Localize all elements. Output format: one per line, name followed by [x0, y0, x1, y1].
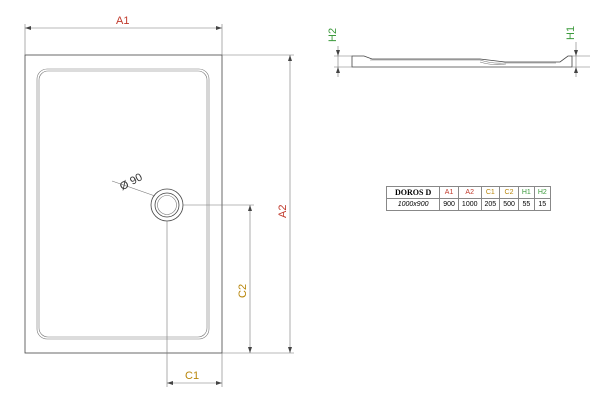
table-model-name: DOROS D	[385, 186, 441, 199]
drain-leader-line	[111, 180, 156, 197]
table-header-a2: A2	[457, 186, 482, 199]
h1-arrow-top	[574, 50, 578, 56]
dimensions-table: DOROS D A1 A2 C1 C2 H1 H2 1000x900 900 1…	[385, 186, 551, 211]
h2-arrow-bottom	[336, 67, 340, 73]
a2-arrow-top	[288, 55, 292, 61]
table-size-value: 1000x900	[385, 198, 441, 211]
tray-side-profile	[351, 55, 573, 68]
c2-arrow-top	[248, 205, 252, 211]
drain-diameter-label: Ø 90	[118, 171, 145, 193]
tray-side-drain-dip	[479, 61, 507, 65]
table-value-c2: 500	[499, 198, 519, 211]
table-header-h2: H2	[533, 186, 551, 199]
c2-arrow-bottom	[248, 347, 252, 353]
h1-label: H1	[565, 26, 577, 40]
table-header-c1: C1	[480, 186, 501, 199]
table-header-row: DOROS D A1 A2 C1 C2 H1 H2	[385, 186, 551, 199]
c2-label: C2	[237, 284, 249, 298]
c1-label: C1	[185, 370, 199, 382]
table-value-c1: 205	[480, 198, 501, 211]
drain-center	[157, 195, 177, 215]
tray-outer-outline	[24, 54, 223, 354]
c1-arrow-left	[167, 381, 173, 385]
table-header-h1: H1	[517, 186, 535, 199]
table-header-a1: A1	[439, 186, 459, 199]
c1-arrow-right	[216, 381, 222, 385]
table-value-h2: 15	[533, 198, 551, 211]
tray-side-inner-slope	[370, 59, 556, 64]
table-row: 1000x900 900 1000 205 500 55 15	[385, 198, 551, 211]
drain-inner-ring	[154, 192, 180, 218]
h1-arrow-bottom	[574, 67, 578, 73]
a1-arrow-left	[25, 26, 31, 30]
table-value-a1: 900	[439, 198, 459, 211]
a2-arrow-bottom	[288, 347, 292, 353]
h2-arrow-top	[336, 50, 340, 56]
h2-label: H2	[327, 28, 339, 42]
a1-label: A1	[116, 15, 129, 27]
table-value-h1: 55	[517, 198, 535, 211]
table-value-a2: 1000	[457, 198, 482, 211]
drain-outer-ring	[150, 188, 184, 222]
table-header-c2: C2	[499, 186, 519, 199]
a2-label: A2	[277, 205, 289, 218]
tray-inner-basin	[36, 68, 210, 340]
tray-inner-basin-edge	[38, 70, 208, 338]
a1-arrow-right	[216, 26, 222, 30]
